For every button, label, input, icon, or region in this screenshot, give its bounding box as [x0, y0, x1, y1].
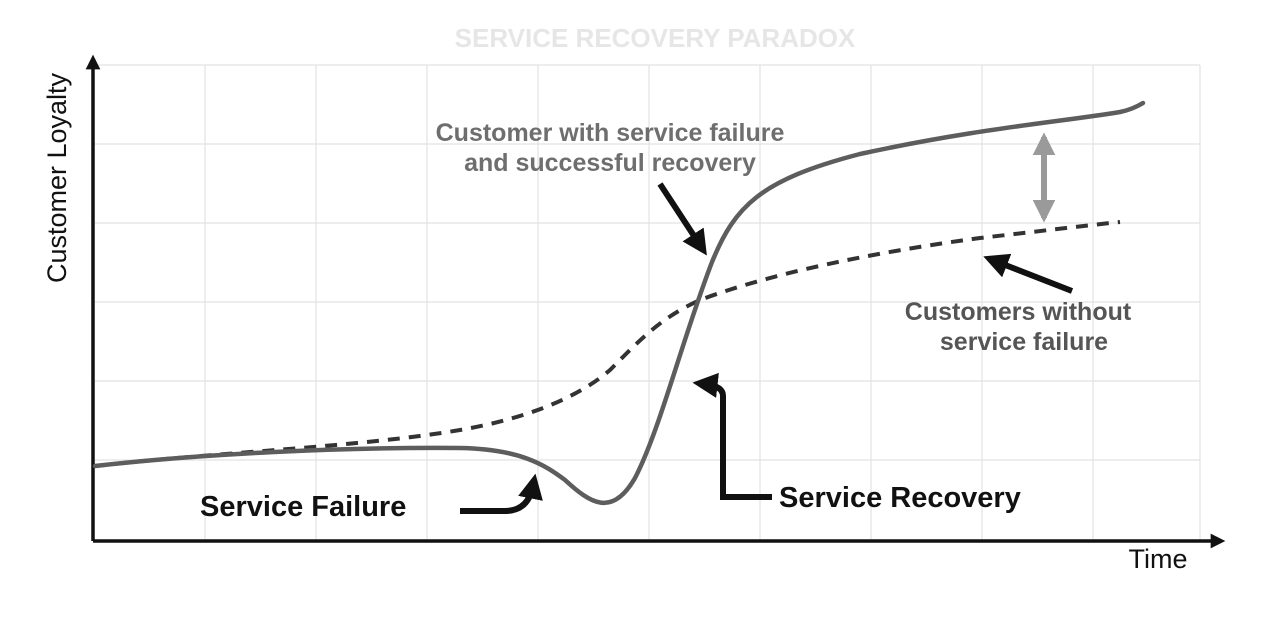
faded-title: SERVICE RECOVERY PARADOX	[455, 23, 856, 53]
service-recovery-arrow	[692, 372, 772, 500]
service-failure-arrow	[460, 473, 543, 514]
recovery-curve-label-line1: Customer with service failure	[436, 119, 785, 147]
baseline-curve-label-line1: Customers without	[905, 298, 1132, 326]
x-axis-label: Time	[1129, 544, 1188, 574]
recovery-curve-label-line2: and successful recovery	[464, 149, 756, 177]
grid	[95, 64, 1201, 540]
baseline-curve-pointer-arrow	[983, 253, 1074, 294]
service-recovery-label: Service Recovery	[779, 482, 1021, 514]
service-failure-label: Service Failure	[200, 491, 406, 523]
baseline-loyalty-curve	[94, 220, 1121, 468]
y-axis-label: Customer Loyalty	[42, 72, 72, 283]
recovery-loyalty-curve	[92, 100, 1146, 506]
recovery-curve-pointer-arrow	[657, 182, 707, 256]
baseline-curve-label-line2: service failure	[940, 328, 1108, 356]
